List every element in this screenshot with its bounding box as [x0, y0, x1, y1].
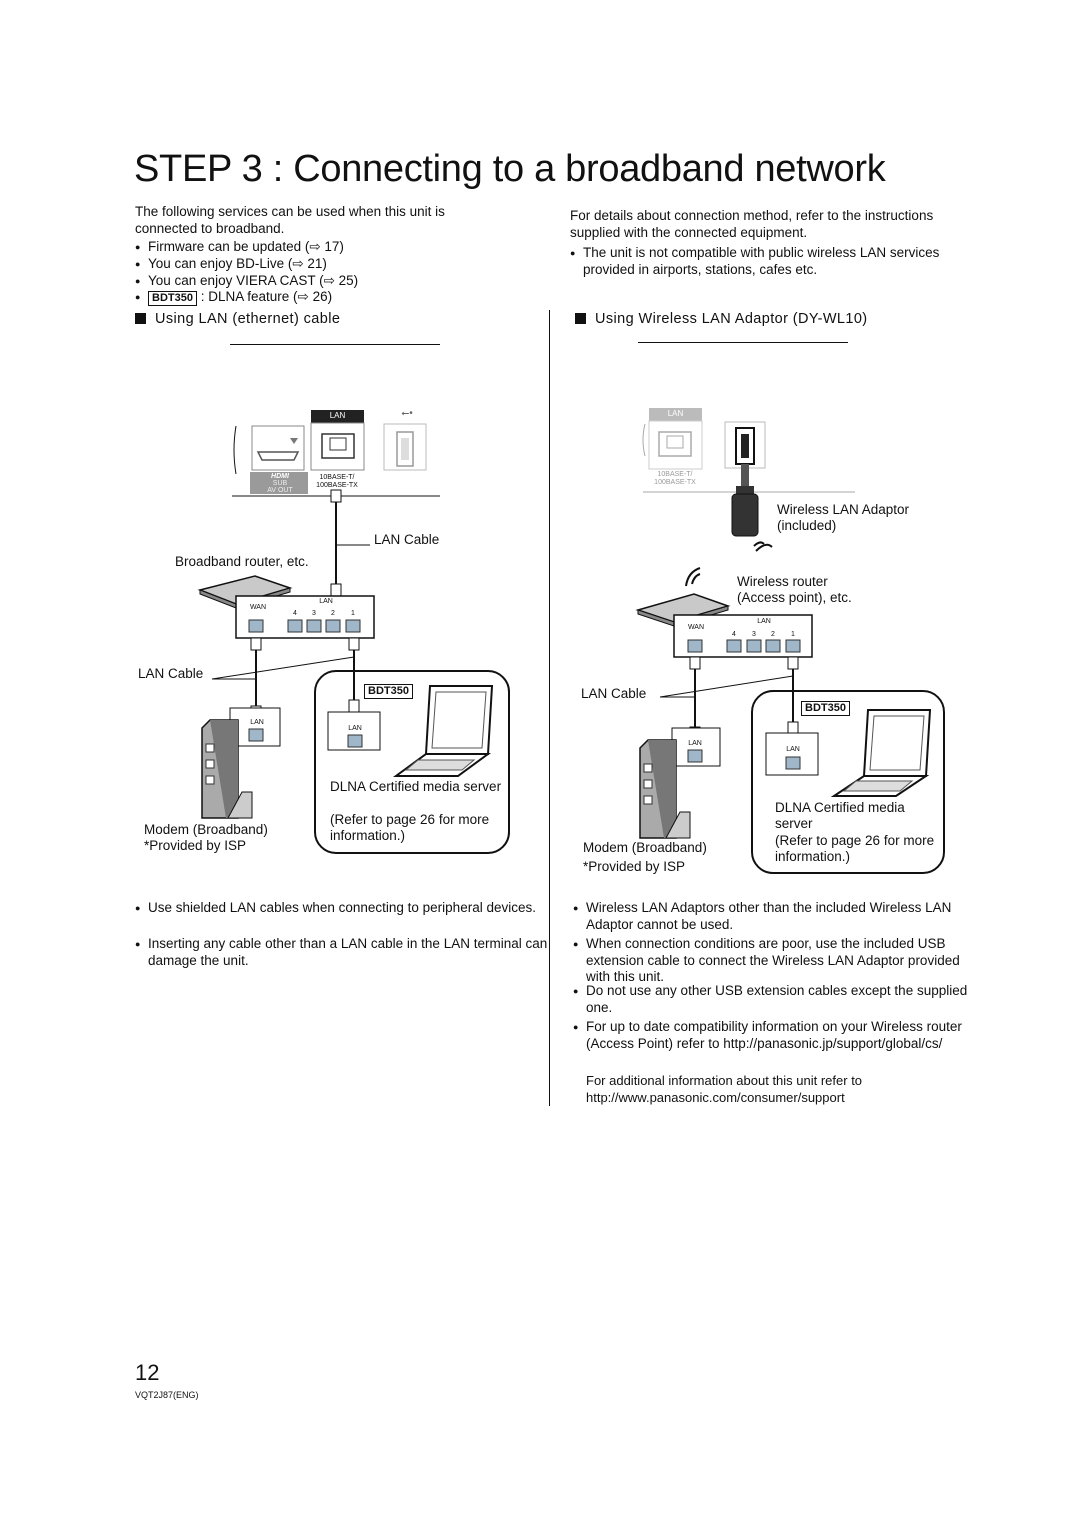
- section-heading-lan: Using LAN (ethernet) cable: [135, 311, 340, 327]
- modem-label: Modem (Broadband): [144, 822, 268, 837]
- router-port-number: 4: [293, 610, 297, 617]
- square-bullet-icon: [135, 313, 146, 324]
- usb-icon: ⭠•: [401, 408, 413, 419]
- lan-cable-label: LAN Cable: [374, 532, 440, 547]
- section-heading-wireless: Using Wireless LAN Adaptor (DY-WL10): [575, 311, 868, 327]
- lan-spec-label: 10BASE-T/ 100BASE-TX: [316, 474, 358, 489]
- right-bullet-1: The unit is not compatible with public w…: [570, 245, 983, 278]
- router-port-number: 3: [312, 610, 316, 617]
- router-lan-label: LAN: [319, 598, 333, 605]
- bdt350-badge: BDT350: [801, 698, 850, 716]
- router-port-number: 1: [791, 631, 795, 638]
- router-wan-label: WAN: [249, 604, 267, 611]
- square-bullet-icon: [575, 313, 586, 324]
- pc-lan-label: LAN: [348, 725, 362, 732]
- pc-lan-label: LAN: [786, 746, 800, 753]
- sub-label: SUB: [272, 480, 288, 487]
- lan-spec-label: 10BASE-T/ 100BASE-TX: [654, 471, 696, 486]
- router-port-number: 2: [331, 610, 335, 617]
- modem-lan-label: LAN: [250, 719, 264, 726]
- broadband-router-label: Broadband router, etc.: [175, 554, 309, 569]
- left-bullet-4: BDT350 : DLNA feature (⇨ 26): [135, 289, 488, 306]
- dlna-server-box: [314, 670, 510, 854]
- router-port-number: 4: [732, 631, 736, 638]
- right-note-3: Do not use any other USB extension cable…: [573, 983, 978, 1016]
- dlna-note: (Refer to page 26 for more information.): [330, 812, 490, 843]
- dlna-server-box: [751, 690, 945, 874]
- lan-port-label: LAN: [667, 409, 684, 418]
- modem-label: Modem (Broadband): [583, 840, 707, 855]
- doc-code: VQT2J87(ENG): [135, 1390, 199, 1400]
- column-divider: [549, 310, 550, 1106]
- router-wan-label: WAN: [687, 624, 705, 631]
- right-note-2: When connection conditions are poor, use…: [573, 936, 978, 986]
- section-underline: [230, 344, 440, 345]
- bdt350-badge: BDT350: [364, 681, 413, 699]
- left-note-1: Use shielded LAN cables when connecting …: [135, 900, 548, 917]
- wireless-router-label: Wireless router (Access point), etc.: [737, 574, 852, 605]
- hdmi-label: HDMI: [271, 473, 289, 480]
- page-title: STEP 3 : Connecting to a broadband netwo…: [134, 148, 886, 190]
- modem-lan-label: LAN: [688, 740, 702, 747]
- left-intro: The following services can be used when …: [135, 204, 445, 236]
- bdt350-tag: BDT350: [148, 291, 197, 306]
- dlna-note: (Refer to page 26 for more information.): [775, 833, 935, 864]
- wireless-adaptor-label: Wireless LAN Adaptor (included): [777, 502, 910, 533]
- right-note-4: For up to date compatibility information…: [573, 1019, 978, 1052]
- left-bullet-2: You can enjoy BD-Live (⇨ 21): [135, 256, 488, 273]
- router-lan-label: LAN: [757, 618, 771, 625]
- left-bullet-3: You can enjoy VIERA CAST (⇨ 25): [135, 273, 488, 290]
- section-underline: [638, 342, 848, 343]
- router-port-number: 1: [351, 610, 355, 617]
- left-note-2: Inserting any cable other than a LAN cab…: [135, 936, 548, 969]
- av-out-label: AV OUT: [267, 487, 293, 494]
- left-bullet-1: Firmware can be updated (⇨ 17): [135, 239, 488, 256]
- router-port-number: 2: [771, 631, 775, 638]
- dlna-label: DLNA Certified media server: [330, 779, 502, 794]
- right-note-1: Wireless LAN Adaptors other than the inc…: [573, 900, 978, 933]
- dlna-label: DLNA Certified media server: [775, 800, 905, 831]
- isp-label: *Provided by ISP: [583, 859, 686, 874]
- right-extra-note: For additional information about this un…: [586, 1073, 863, 1105]
- page-number: 12: [135, 1360, 160, 1385]
- dlna-feature-text: : DLNA feature (⇨ 26): [200, 289, 333, 304]
- lan-port-label: LAN: [329, 411, 346, 420]
- lan-cable-left-label: LAN Cable: [138, 666, 204, 681]
- router-port-number: 3: [752, 631, 756, 638]
- right-intro: For details about connection method, ref…: [570, 208, 934, 240]
- isp-label: *Provided by ISP: [144, 838, 247, 853]
- lan-cable-left-label: LAN Cable: [581, 686, 647, 701]
